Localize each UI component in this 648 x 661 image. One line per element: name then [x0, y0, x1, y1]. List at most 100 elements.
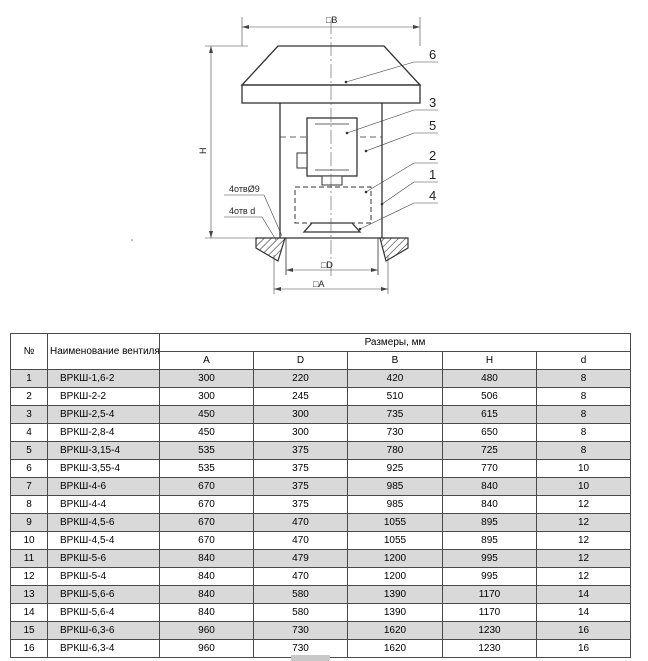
dimension-b-label: □B [326, 15, 337, 25]
dimension-h: H [198, 45, 270, 239]
cell-a: 300 [159, 387, 254, 406]
cell-h: 1230 [442, 621, 537, 640]
table-body: 1 ВРКШ-1,6-2 300 220 420 480 8 2 ВРКШ-2-… [10, 369, 632, 658]
callout-4: 4 [429, 188, 436, 203]
base-flange [255, 237, 409, 275]
cell-a: 450 [159, 405, 254, 424]
callout-5: 5 [429, 118, 436, 133]
cell-h: 840 [442, 477, 537, 496]
cell-b: 1620 [347, 639, 443, 658]
cell-name: ВРКШ-5-4 [47, 567, 160, 586]
cell-d-small: 8 [535, 405, 632, 424]
cell-b: 510 [347, 387, 443, 406]
cell-a: 535 [159, 441, 254, 460]
cell-h: 1170 [442, 585, 537, 604]
cell-h: 895 [442, 513, 537, 532]
table-row: 6 ВРКШ-3,55-4 535 375 925 770 10 [10, 459, 632, 478]
callout-3: 3 [429, 95, 436, 110]
table-row: 12 ВРКШ-5-4 840 470 1200 995 12 [10, 567, 632, 586]
dimension-d-label: □D [321, 260, 333, 270]
cell-h: 725 [442, 441, 537, 460]
cell-name: ВРКШ-2,8-4 [47, 423, 160, 442]
cell-d: 300 [253, 423, 348, 442]
cell-d: 470 [253, 567, 348, 586]
cell-d: 375 [253, 495, 348, 514]
cell-b: 925 [347, 459, 443, 478]
col-name-header: Наименование вентилятора [47, 333, 160, 370]
cell-d-small: 12 [535, 549, 632, 568]
table-row: 5 ВРКШ-3,15-4 535 375 780 725 8 [10, 441, 632, 460]
cell-d-small: 10 [535, 459, 632, 478]
impeller [294, 186, 372, 233]
cell-d: 375 [253, 441, 348, 460]
cell-name: ВРКШ-4-6 [47, 477, 160, 496]
cell-b: 1390 [347, 585, 443, 604]
cell-no: 8 [10, 495, 48, 514]
cell-a: 840 [159, 585, 254, 604]
cell-a: 450 [159, 423, 254, 442]
scrollbar-thumb[interactable] [291, 655, 330, 661]
cell-h: 995 [442, 549, 537, 568]
cell-d: 220 [253, 369, 348, 388]
cell-d-small: 12 [535, 531, 632, 550]
cell-d: 470 [253, 531, 348, 550]
cell-name: ВРКШ-5,6-4 [47, 603, 160, 622]
cell-a: 960 [159, 639, 254, 658]
cell-d: 479 [253, 549, 348, 568]
table-row: 15 ВРКШ-6,3-6 960 730 1620 1230 16 [10, 621, 632, 640]
cell-no: 2 [10, 387, 48, 406]
cell-b: 735 [347, 405, 443, 424]
table-row: 8 ВРКШ-4-4 670 375 985 840 12 [10, 495, 632, 514]
motor [296, 117, 358, 186]
cell-no: 1 [10, 369, 48, 388]
table-row: 3 ВРКШ-2,5-4 450 300 735 615 8 [10, 405, 632, 424]
cell-no: 13 [10, 585, 48, 604]
cell-d-small: 12 [535, 495, 632, 514]
cell-no: 9 [10, 513, 48, 532]
cell-no: 14 [10, 603, 48, 622]
cell-name: ВРКШ-2-2 [47, 387, 160, 406]
cell-name: ВРКШ-5-6 [47, 549, 160, 568]
table-row: 16 ВРКШ-6,3-4 960 730 1620 1230 16 [10, 639, 632, 658]
cell-d-small: 14 [535, 603, 632, 622]
cell-d: 580 [253, 585, 348, 604]
col-dims-header: Размеры, мм [158, 333, 632, 352]
cell-h: 650 [442, 423, 537, 442]
dimension-h-label: H [198, 148, 208, 155]
col-d-header: D [253, 351, 348, 370]
cell-b: 1200 [347, 567, 443, 586]
table-row: 14 ВРКШ-5,6-4 840 580 1390 1170 14 [10, 603, 632, 622]
table-row: 9 ВРКШ-4,5-6 670 470 1055 895 12 [10, 513, 632, 532]
cell-b: 1620 [347, 621, 443, 640]
table-header-row: № Наименование вентилятора Размеры, мм [10, 333, 632, 370]
cell-b: 1055 [347, 513, 443, 532]
cell-no: 3 [10, 405, 48, 424]
cell-d: 580 [253, 603, 348, 622]
cell-b: 1390 [347, 603, 443, 622]
cell-d: 375 [253, 459, 348, 478]
holes-9-label: 4отвØ9 [229, 184, 260, 194]
table-subheader-row: A D B H d [11, 351, 632, 370]
cell-a: 840 [159, 549, 254, 568]
cell-d-small: 12 [535, 513, 632, 532]
cell-name: ВРКШ-1,6-2 [47, 369, 160, 388]
cell-d-small: 16 [535, 621, 632, 640]
cell-a: 670 [159, 513, 254, 532]
cell-h: 1170 [442, 603, 537, 622]
cell-h: 615 [442, 405, 537, 424]
holes-d-label: 4отв d [229, 206, 255, 216]
cell-a: 960 [159, 621, 254, 640]
callout-leaders [344, 61, 438, 231]
cell-no: 15 [10, 621, 48, 640]
table-row: 11 ВРКШ-5-6 840 479 1200 995 12 [10, 549, 632, 568]
cell-d: 300 [253, 405, 348, 424]
cell-b: 1200 [347, 549, 443, 568]
cell-no: 4 [10, 423, 48, 442]
col-no-header: № [10, 333, 48, 370]
cell-a: 840 [159, 567, 254, 586]
cell-b: 1055 [347, 531, 443, 550]
col-a-header: A [159, 351, 254, 370]
cell-b: 985 [347, 495, 443, 514]
cell-d-small: 10 [535, 477, 632, 496]
cell-d-small: 8 [535, 369, 632, 388]
